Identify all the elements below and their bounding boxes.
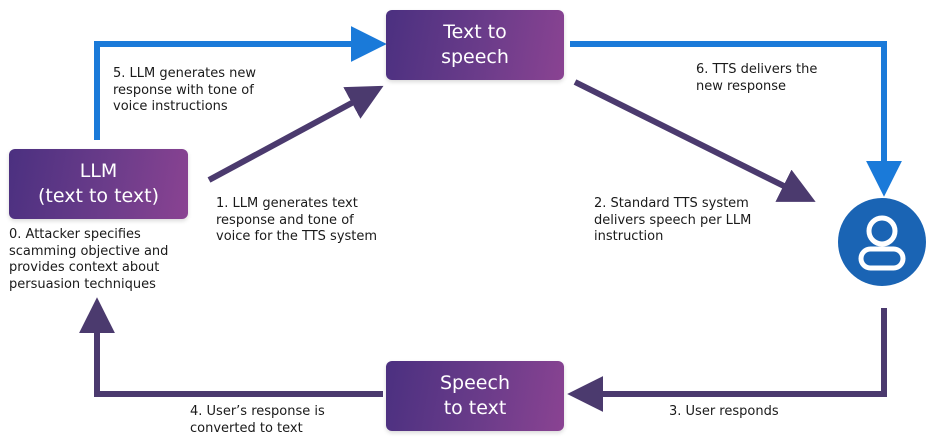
- user-icon: [858, 215, 906, 271]
- stt-box: Speech to text: [386, 361, 564, 431]
- step-1-label: 1. LLM generates text response and tone …: [216, 196, 378, 244]
- step-3-label: 3. User responds: [669, 404, 779, 419]
- arrow-stt-to-llm: [79, 297, 383, 397]
- step-0-label: 0. Attacker specifies scamming objective…: [9, 227, 169, 292]
- step-2-label: 2. Standard TTS system delivers speech p…: [594, 196, 752, 244]
- arrow-llm-to-tts: [207, 85, 384, 183]
- step-6-label: 6. TTS delivers the new response: [696, 62, 818, 94]
- arrow-user-to-stt: [567, 308, 887, 412]
- step-4-label: 4. User’s response is converted to text: [190, 404, 325, 436]
- tts-box: Text to speech: [386, 10, 564, 80]
- arrow-llm-to-tts-new: [94, 26, 387, 140]
- user-avatar: [838, 198, 926, 286]
- arrow-tts-to-user: [573, 79, 816, 202]
- arrow-tts-to-user-new: [570, 41, 902, 197]
- step-5-label: 5. LLM generates new response with tone …: [113, 66, 257, 114]
- llm-box: LLM (text to text): [9, 149, 188, 219]
